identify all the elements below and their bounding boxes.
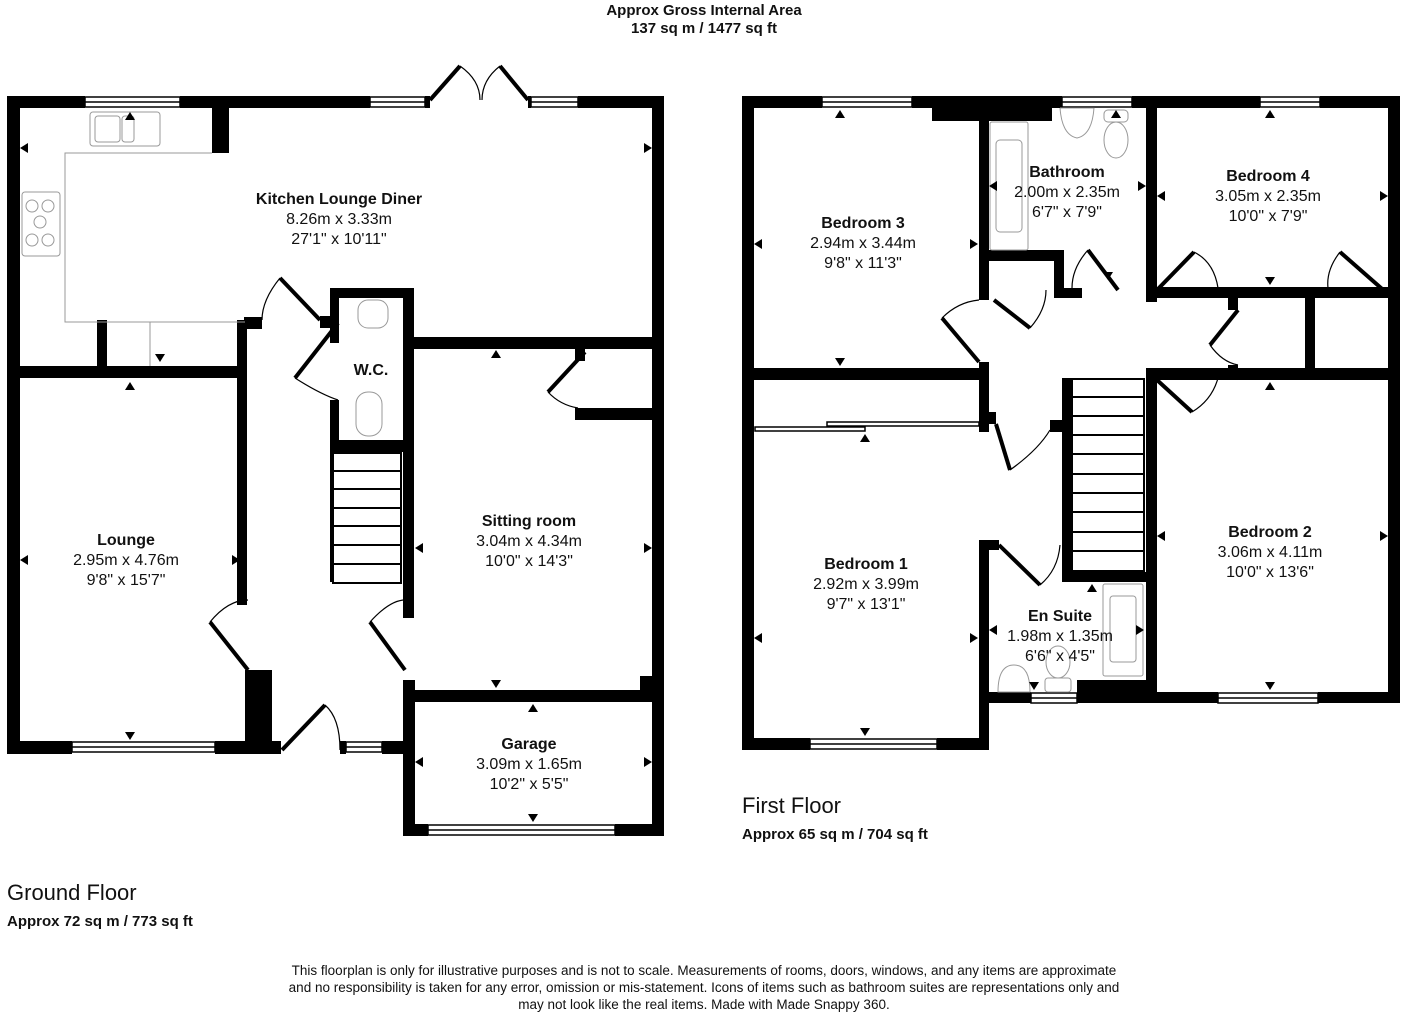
room-imperial: 6'6" x 4'5" [1025,648,1095,665]
room-metric: 3.09m x 1.65m [476,756,582,773]
room-metric: 2.00m x 2.35m [1014,184,1120,201]
room-imperial: 9'7" x 13'1" [826,596,906,613]
room-imperial: 10'0" x 7'9" [1228,208,1308,225]
ground-floor-title: Ground Floor [7,880,137,905]
room-bedroom-2: Bedroom 2 3.06m x 4.11m 10'0" x 13'6" [1218,523,1323,583]
room-metric: 3.05m x 2.35m [1215,188,1321,205]
room-name: Bedroom 3 [821,215,905,232]
room-metric: 1.98m x 1.35m [1007,628,1113,645]
first-floor-door-swings [941,249,1341,586]
ground-floor-stairs [332,452,402,584]
ground-floor-doors [208,64,587,752]
room-name: Lounge [97,532,155,549]
room-en-suite: En Suite 1.98m x 1.35m 6'6" x 4'5" [1007,607,1113,667]
room-lounge: Lounge 2.95m x 4.76m 9'8" x 15'7" [73,531,179,591]
first-floor-walls [742,96,1400,750]
room-name: W.C. [353,362,389,379]
room-imperial: 6'7" x 7'9" [1032,204,1102,221]
disclaimer-line-3: may not look like the real items. Made w… [518,997,890,1012]
first-floor-stairs [1071,378,1145,572]
room-name: Bedroom 1 [824,556,908,573]
gross-area-value: 137 sq m / 1477 sq ft [631,20,777,37]
room-metric: 2.92m x 3.99m [813,576,919,593]
first-floor-doors [940,248,1391,587]
ground-floor-windows [71,96,616,836]
disclaimer-line-1: This floorplan is only for illustrative … [291,963,1117,978]
room-bathroom: Bathroom 2.00m x 2.35m 6'7" x 7'9" [1014,163,1120,223]
ground-floor-area: Approx 72 sq m / 773 sq ft [7,913,193,930]
room-garage: Garage 3.09m x 1.65m 10'2" x 5'5" [476,735,582,795]
disclaimer-line-2: and no responsibility is taken for any e… [288,980,1120,995]
room-imperial: 10'2" x 5'5" [489,776,569,793]
room-sitting-room: Sitting room 3.04m x 4.34m 10'0" x 14'3" [476,512,582,572]
room-metric: 3.06m x 4.11m [1217,544,1323,561]
room-name: Bedroom 2 [1228,524,1312,541]
room-metric: 2.94m x 3.44m [810,235,916,252]
room-name: Sitting room [481,513,577,530]
room-imperial: 27'1" x 10'11" [291,231,387,248]
room-imperial: 10'0" x 13'6" [1226,564,1314,581]
first-floor-title: First Floor [742,793,841,818]
room-name: En Suite [1027,608,1093,625]
room-imperial: 9'8" x 11'3" [824,255,902,272]
room-metric: 2.95m x 4.76m [73,552,179,569]
room-name: Kitchen Lounge Diner [255,191,423,208]
ground-floor-walls [7,96,664,836]
dimension-arrows [20,110,1388,822]
gross-area-title: Approx Gross Internal Area [606,2,802,19]
room-kitchen-lounge-diner: Kitchen Lounge Diner 8.26m x 3.33m 27'1"… [256,190,422,250]
disclaimer: This floorplan is only for illustrative … [0,962,1408,1013]
ground-floor-door-swings [209,65,579,751]
room-name: Bathroom [1029,164,1105,181]
room-name: Bedroom 4 [1226,168,1310,185]
kitchen-fixtures [21,111,389,437]
first-floor-area: Approx 65 sq m / 704 sq ft [742,826,928,843]
first-floor-windows [754,96,1321,750]
room-bedroom-3: Bedroom 3 2.94m x 3.44m 9'8" x 11'3" [810,214,916,274]
room-imperial: 10'0" x 14'3" [485,553,573,570]
room-imperial: 9'8" x 15'7" [86,572,166,589]
room-name: Garage [501,736,557,753]
room-wc: W.C. [354,361,389,381]
room-metric: 3.04m x 4.34m [476,533,582,550]
room-bedroom-4: Bedroom 4 3.05m x 2.35m 10'0" x 7'9" [1215,167,1321,227]
room-bedroom-1: Bedroom 1 2.92m x 3.99m 9'7" x 13'1" [813,555,919,615]
room-metric: 8.26m x 3.33m [286,211,392,228]
